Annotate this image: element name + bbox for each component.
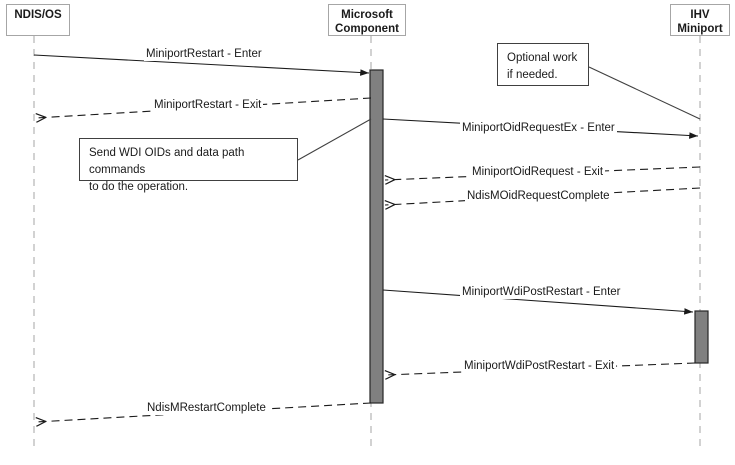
lifeline-header-microsoft-component[interactable]: Microsoft Component xyxy=(328,4,406,36)
lifeline-header-ndis-os[interactable]: NDIS/OS xyxy=(6,4,70,36)
note-send-wdi-oids-line2: to do the operation. xyxy=(89,181,189,193)
message-label-miniport-restart-enter: MiniportRestart - Enter xyxy=(144,48,264,61)
lifeline-header-microsoft-component-label-line2: Component xyxy=(335,23,399,35)
message-label-ndism-oid-request-complete: NdisMOidRequestComplete xyxy=(465,190,612,203)
arrow-miniport-wdi-post-restart-enter xyxy=(382,289,694,315)
message-label-miniport-wdi-post-restart-exit: MiniportWdiPostRestart - Exit xyxy=(462,360,617,373)
activation-bar-microsoft-component xyxy=(369,69,384,404)
message-label-miniport-oid-request-ex-enter: MiniportOidRequestEx - Enter xyxy=(460,122,617,135)
note-optional-work-line1: Optional work xyxy=(507,52,578,64)
arrow-ndism-restart-complete xyxy=(36,402,372,422)
note-send-wdi-oids[interactable]: Send WDI OIDs and data path commands to … xyxy=(79,138,298,193)
lifeline-header-ihv-miniport-label-line1: IHV xyxy=(690,9,710,21)
message-label-ndism-restart-complete: NdisMRestartComplete xyxy=(145,402,268,415)
note-connector-send-wdi-oids xyxy=(297,118,372,161)
arrow-miniport-restart-enter xyxy=(33,54,370,76)
message-label-miniport-wdi-post-restart-enter: MiniportWdiPostRestart - Enter xyxy=(460,286,623,299)
note-send-wdi-oids-line1: Send WDI OIDs and data path commands xyxy=(89,147,245,176)
activation-bars xyxy=(369,69,709,404)
message-label-miniport-restart-exit: MiniportRestart - Exit xyxy=(152,99,264,112)
note-connector-optional-work xyxy=(588,66,701,120)
activation-bar-ihv-miniport xyxy=(694,310,709,364)
lifeline-header-ndis-os-label: NDIS/OS xyxy=(14,9,62,21)
lifeline-header-ihv-miniport[interactable]: IHV Miniport xyxy=(670,4,730,36)
arrow-miniport-restart-exit xyxy=(36,97,372,118)
note-optional-work[interactable]: Optional work if needed. xyxy=(497,43,589,86)
note-optional-work-line2: if needed. xyxy=(507,69,558,81)
lifeline-header-ihv-miniport-label-line2: Miniport xyxy=(677,23,723,35)
note-connectors xyxy=(297,66,701,161)
lifeline-header-microsoft-component-label-line1: Microsoft xyxy=(341,9,393,21)
message-label-miniport-oid-request-exit: MiniportOidRequest - Exit xyxy=(470,166,606,179)
